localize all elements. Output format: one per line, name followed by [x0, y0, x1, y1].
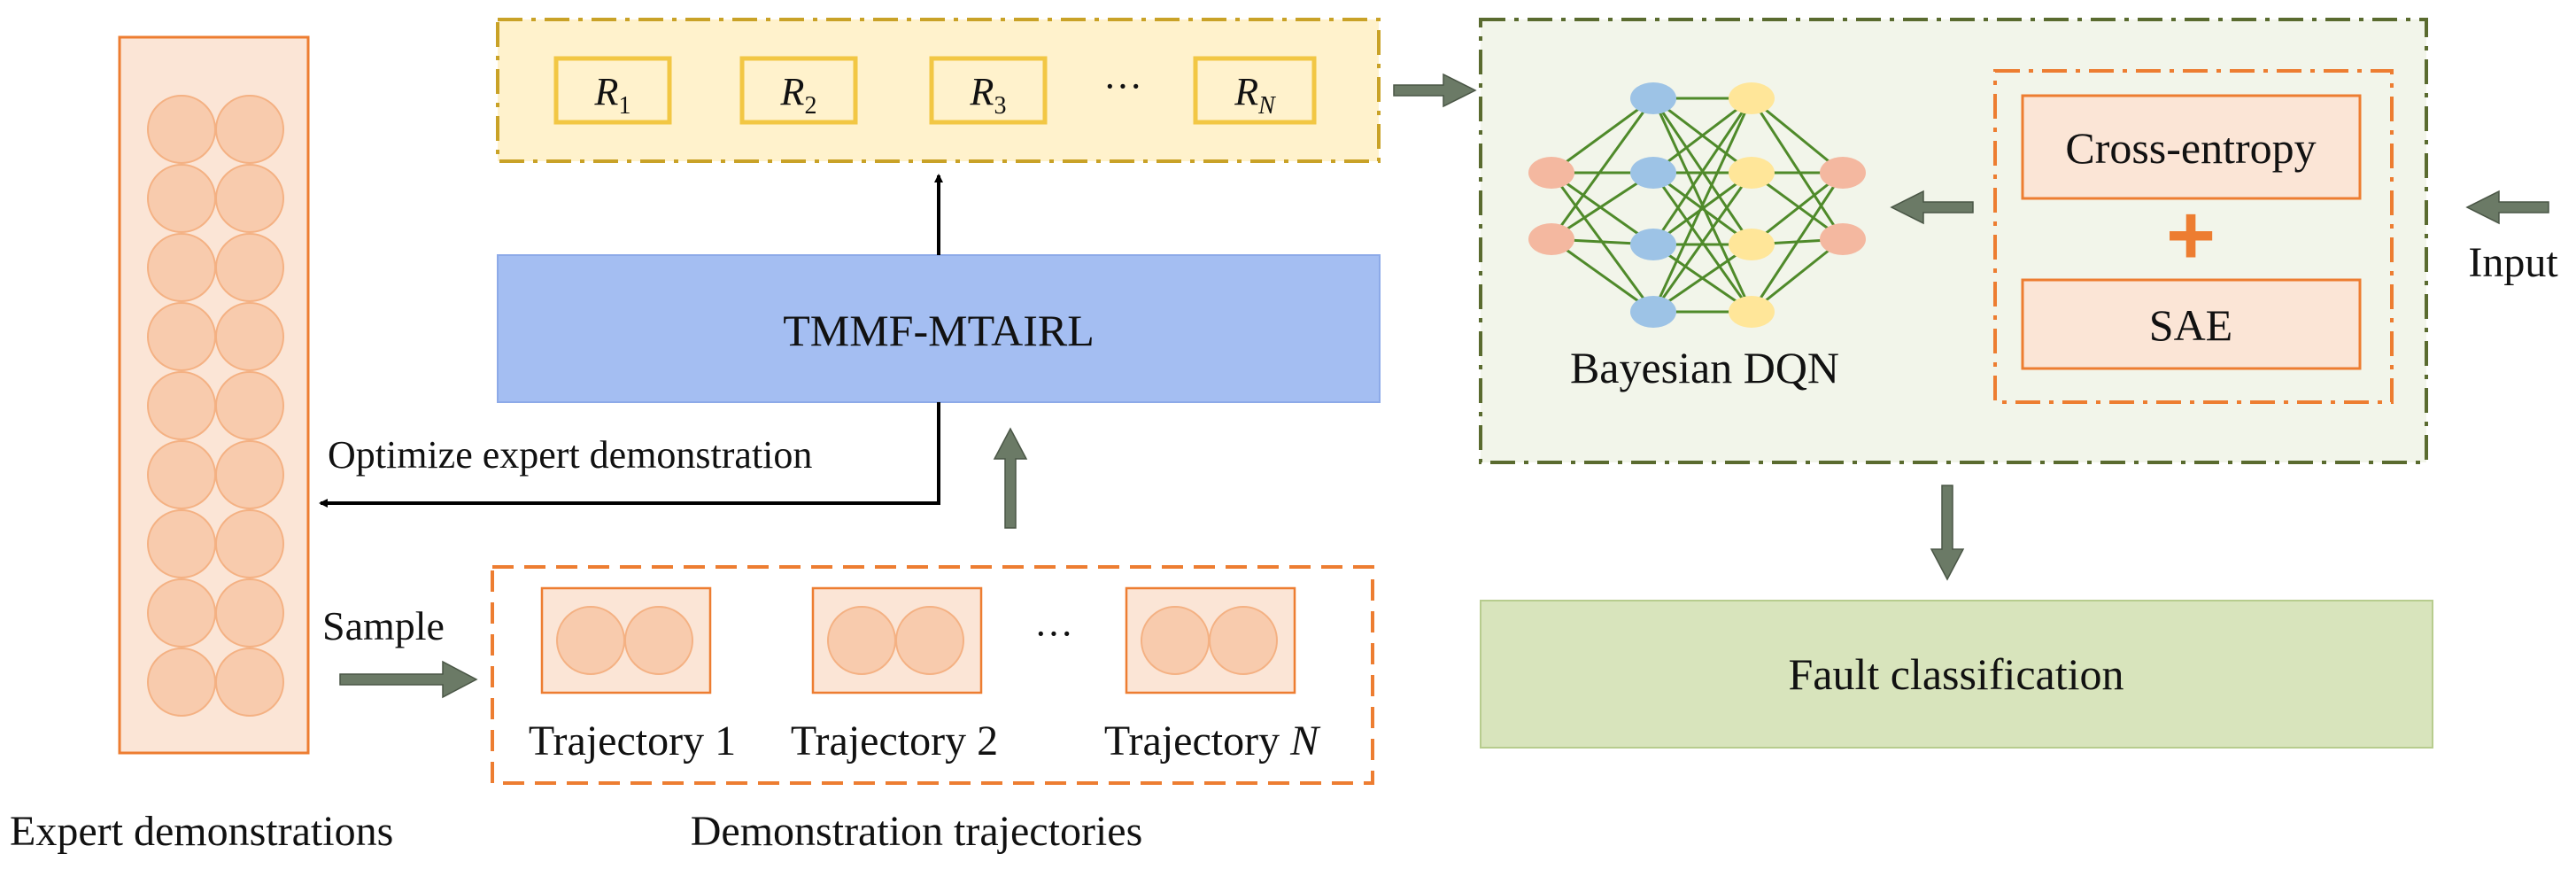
expert-demo-circle	[215, 164, 284, 233]
reward-item-1: R1	[553, 56, 672, 125]
network-node	[1820, 157, 1866, 189]
expert-circle-grid	[147, 95, 284, 717]
input-arrow	[2465, 190, 2549, 225]
cross-entropy-box	[2021, 94, 2362, 200]
expert-demo-circle	[215, 371, 284, 440]
fault-classification-box: Fault classification	[1480, 600, 2433, 749]
expert-demo-circle	[215, 95, 284, 164]
trajectories-panel: ··· Trajectory 1 Trajectory 2 Trajectory…	[491, 565, 1374, 785]
reward-item-n: RN	[1193, 56, 1317, 125]
demonstration-trajectories-caption: Demonstration trajectories	[691, 808, 1143, 855]
trajectory-circle	[624, 606, 693, 675]
network-node	[1729, 229, 1775, 260]
expert-demo-circle	[215, 302, 284, 371]
expert-demo-circle	[147, 578, 216, 648]
trajectory-circle	[1141, 606, 1210, 675]
network-edge	[1551, 171, 1654, 241]
network-edge	[1652, 171, 1752, 246]
reward-item-2-label: R2	[780, 70, 817, 120]
trajectory-2-label: Trajectory 2	[791, 718, 998, 764]
optimize-label: Optimize expert demonstration	[328, 433, 812, 477]
expert-demo-circle	[215, 578, 284, 648]
network-edge	[1652, 172, 1753, 313]
expert-demo-circle	[147, 440, 216, 509]
trajectory-1-label: Trajectory 1	[529, 718, 736, 764]
network-edge	[1652, 97, 1752, 175]
bayesian-dqn-panel: Bayesian DQN Cross-entropy + SAE	[1479, 18, 2428, 464]
cross-entropy-label: Cross-entropy	[2065, 123, 2316, 173]
network-edge	[1550, 97, 1655, 240]
network-node	[1630, 296, 1676, 328]
network-node	[1630, 157, 1676, 189]
optimize-arrow	[319, 402, 940, 508]
trajectory-2-box	[811, 586, 983, 694]
reward-item-n-label: RN	[1234, 70, 1276, 120]
trajectories-to-model-arrow	[993, 427, 1028, 529]
neural-network-graphic	[1528, 82, 1866, 328]
network-node	[1630, 82, 1676, 114]
reward-bar: R1 R2 R3 ··· RN	[496, 18, 1381, 163]
reward-to-dqn-arrow	[1393, 73, 1477, 108]
network-node	[1729, 296, 1775, 328]
reward-item-1-label: R1	[594, 70, 631, 120]
trajectory-1-box	[540, 586, 712, 694]
expert-demo-circle	[147, 648, 216, 717]
expert-demo-circle	[147, 164, 216, 233]
network-edge	[1652, 97, 1753, 313]
expert-demo-circle	[215, 509, 284, 578]
network-edge	[1551, 171, 1654, 246]
bayesian-dqn-label: Bayesian DQN	[1570, 343, 1839, 392]
expert-demo-circle	[147, 371, 216, 440]
reward-ellipsis: ···	[1103, 65, 1142, 108]
sample-label: Sample	[322, 603, 445, 648]
trajectory-circle	[1209, 606, 1278, 675]
network-edge	[1652, 243, 1752, 314]
network-node	[1729, 82, 1775, 114]
expert-demonstrations-panel	[118, 35, 310, 755]
tmmf-mtairl-label: TMMF-MTAIRL	[783, 306, 1095, 355]
reward-item-2: R2	[739, 56, 858, 125]
plus-sign: +	[2166, 188, 2216, 283]
expert-demo-circle	[147, 302, 216, 371]
network-node	[1729, 157, 1775, 189]
loss-to-network-arrow	[1890, 190, 1974, 225]
tmmf-mtairl-box: TMMF-MTAIRL	[497, 254, 1381, 403]
trajectory-circle	[827, 606, 896, 675]
expert-demo-circle	[215, 440, 284, 509]
sae-box	[2021, 278, 2362, 370]
expert-demo-circle	[147, 233, 216, 302]
network-edge	[1751, 237, 1844, 314]
reward-item-3-label: R3	[970, 70, 1007, 120]
expert-demo-circle	[215, 648, 284, 717]
input-label: Input	[2468, 239, 2558, 286]
network-edge	[1750, 97, 1845, 240]
sae-label: SAE	[2149, 300, 2232, 350]
expert-demo-circle	[147, 95, 216, 164]
trajectory-circle	[556, 606, 625, 675]
trajectory-n-box	[1125, 586, 1296, 694]
network-node	[1528, 157, 1574, 189]
network-edge	[1751, 97, 1844, 175]
network-node	[1820, 223, 1866, 255]
network-edge	[1551, 237, 1654, 314]
dqn-to-fault-arrow	[1930, 485, 1965, 581]
network-node	[1528, 223, 1574, 255]
network-edge	[1750, 172, 1845, 313]
network-edge	[1551, 97, 1654, 175]
expert-demo-circle	[215, 233, 284, 302]
network-node	[1630, 229, 1676, 260]
expert-demonstrations-label: Expert demonstrations	[10, 808, 393, 855]
expert-demo-circle	[147, 509, 216, 578]
trajectory-circle	[895, 606, 964, 675]
trajectories-ellipsis: ···	[1034, 612, 1073, 656]
network-edge	[1652, 97, 1753, 245]
reward-item-3: R3	[929, 56, 1048, 125]
loss-panel: Cross-entropy + SAE	[1993, 69, 2394, 404]
sample-arrow	[339, 660, 478, 699]
trajectory-n-label: Trajectory N	[1104, 718, 1321, 764]
fault-classification-label: Fault classification	[1788, 649, 2123, 699]
